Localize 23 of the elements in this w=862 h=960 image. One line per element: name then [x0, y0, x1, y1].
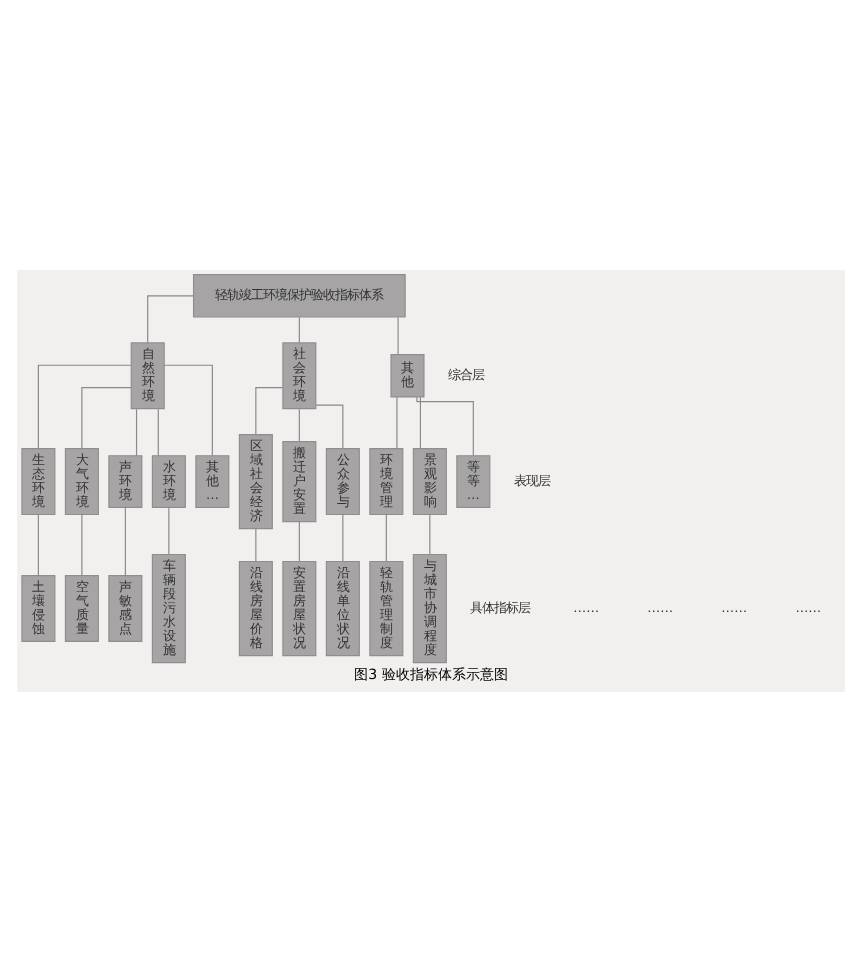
connector — [81, 513, 83, 575]
connector — [298, 520, 300, 561]
connector — [163, 363, 213, 455]
connector — [147, 294, 194, 343]
connector — [255, 385, 284, 434]
connector — [81, 385, 132, 448]
connector — [298, 407, 300, 441]
connector — [124, 506, 126, 575]
connector — [397, 315, 399, 354]
connector — [419, 395, 421, 449]
connector — [37, 363, 132, 449]
connector — [416, 395, 474, 455]
connector — [168, 506, 170, 554]
connector — [396, 395, 398, 449]
connector — [157, 407, 159, 456]
connector — [37, 513, 39, 575]
connector — [429, 513, 431, 554]
connector — [385, 513, 387, 561]
connector — [315, 403, 344, 448]
connector — [342, 513, 344, 561]
connector — [298, 315, 300, 343]
connector — [255, 527, 257, 561]
connector — [135, 407, 138, 456]
